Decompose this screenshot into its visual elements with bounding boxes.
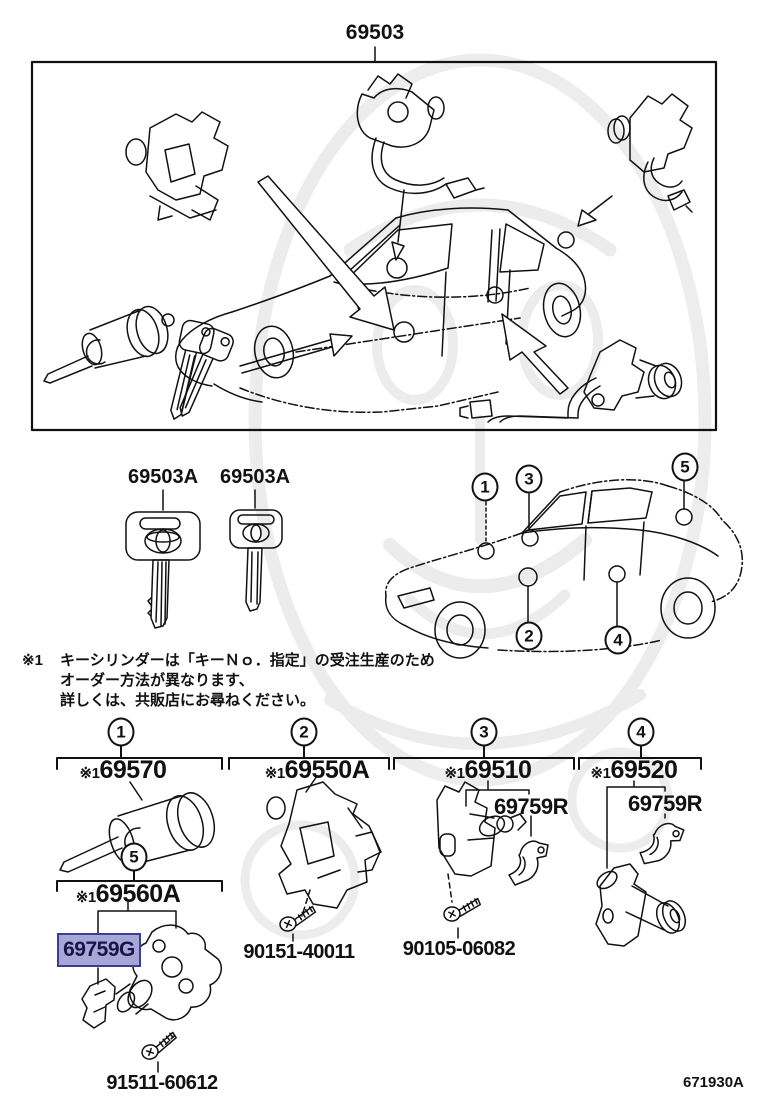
part-69510-note-ref: ※1: [444, 765, 465, 782]
overview-box: [30, 46, 718, 432]
s3-screw-sketch: [442, 897, 483, 939]
note-line-1: キーシリンダーは「キーＮｏ．指定」の受注生産のため: [60, 652, 435, 669]
figure-code: 671930A: [683, 1074, 744, 1091]
part-69550a-number: 69550A: [284, 756, 370, 784]
section-callout-4: 4: [627, 717, 655, 747]
note-text: キーシリンダーは「キーＮｏ．指定」の受注生産のため オーダー方法が異なります、 …: [60, 651, 435, 711]
ignition-lock-sketch: [356, 73, 485, 199]
part-label-69759r-s4[interactable]: 69759R: [627, 791, 703, 816]
car-callout-3: 3: [515, 464, 543, 494]
section-callout-4-number: 4: [636, 722, 646, 741]
key-part-number-right[interactable]: 69503A: [219, 466, 291, 488]
part-69560a-number: 69560A: [95, 880, 181, 908]
s3-lever-sketch: [508, 840, 549, 886]
s2-screw-sketch: [277, 905, 319, 942]
s4-leader-lines: [606, 780, 666, 869]
s5-leader-lines: [97, 901, 177, 985]
car-callout-5: 5: [671, 452, 699, 482]
sub-key-sketch: [229, 489, 283, 612]
part-label-69560a[interactable]: ※169560A: [76, 880, 181, 909]
note-line-3: 詳しくは、共販店にお尋ねください。: [60, 692, 316, 709]
s3-doorlock-sketch: [436, 781, 527, 903]
car-callout-2: 2: [515, 621, 543, 651]
part-label-69759g-selected[interactable]: 69759G: [57, 933, 141, 967]
location-car-sketch: [384, 479, 744, 659]
location-markers: [477, 480, 693, 627]
door-lock-sketch-topright: [607, 93, 693, 213]
car-callout-2-number: 2: [524, 626, 534, 645]
part-69550a-note-ref: ※1: [264, 765, 285, 782]
door-lock-sketch-topleft: [125, 111, 229, 221]
section-brackets: [56, 745, 702, 892]
trunk-lock-sketch: [459, 339, 683, 423]
s2-doorlock-sketch: [266, 775, 382, 917]
section-callout-5: 5: [120, 842, 148, 872]
car-callout-1-number: 1: [480, 477, 490, 496]
section-callout-1-number: 1: [116, 722, 126, 741]
note-reference-mark: ※1: [22, 652, 43, 669]
car-callout-4-number: 4: [613, 630, 623, 649]
car-callout-5-number: 5: [680, 457, 690, 476]
s5-clip-sketch: [81, 978, 116, 1029]
part-69560a-note-ref: ※1: [75, 889, 96, 906]
part-label-69570[interactable]: ※169570: [80, 756, 167, 785]
car-callout-3-number: 3: [524, 469, 534, 488]
part-69520-note-ref: ※1: [590, 765, 611, 782]
section-callout-5-number: 5: [129, 847, 139, 866]
section-callout-2-number: 2: [299, 722, 309, 741]
part-label-91511-60612[interactable]: 91511-60612: [106, 1072, 218, 1094]
assembly-part-number[interactable]: 69503: [345, 21, 405, 44]
part-label-69759r-s3[interactable]: 69759R: [493, 794, 569, 819]
s3-leader-lines: [465, 780, 532, 837]
part-label-90105-06082[interactable]: 90105-06082: [402, 938, 516, 960]
part-label-69550a[interactable]: ※169550A: [265, 756, 370, 785]
part-label-69510[interactable]: ※169510: [445, 756, 532, 785]
key-part-number-left[interactable]: 69503A: [127, 466, 199, 488]
master-key-sketch: [125, 489, 201, 629]
part-69510-number: 69510: [464, 756, 532, 784]
note-line-2: オーダー方法が異なります、: [60, 672, 254, 689]
production-note: ※1 キーシリンダーは「キーＮｏ．指定」の受注生産のため オーダー方法が異なりま…: [22, 651, 435, 711]
s4-rear-lock-sketch: [595, 863, 687, 947]
car-callout-4: 4: [604, 625, 632, 655]
part-label-90151-40011[interactable]: 90151-40011: [243, 941, 355, 963]
car-callout-1: 1: [471, 472, 499, 502]
section-callout-1: 1: [107, 717, 135, 747]
part-69570-number: 69570: [99, 756, 167, 784]
s1-ignition-cylinder-sketch: [59, 781, 216, 873]
pointer-arrows: [239, 175, 613, 395]
section-callout-3: 3: [470, 717, 498, 747]
part-69570-note-ref: ※1: [79, 765, 100, 782]
s5-screw-sketch: [138, 1031, 181, 1073]
key-cylinder-sketch: [43, 305, 234, 420]
part-69520-number: 69520: [610, 756, 678, 784]
section-callout-3-number: 3: [479, 722, 489, 741]
section-callout-2: 2: [290, 717, 318, 747]
part-label-69520[interactable]: ※169520: [591, 756, 678, 785]
